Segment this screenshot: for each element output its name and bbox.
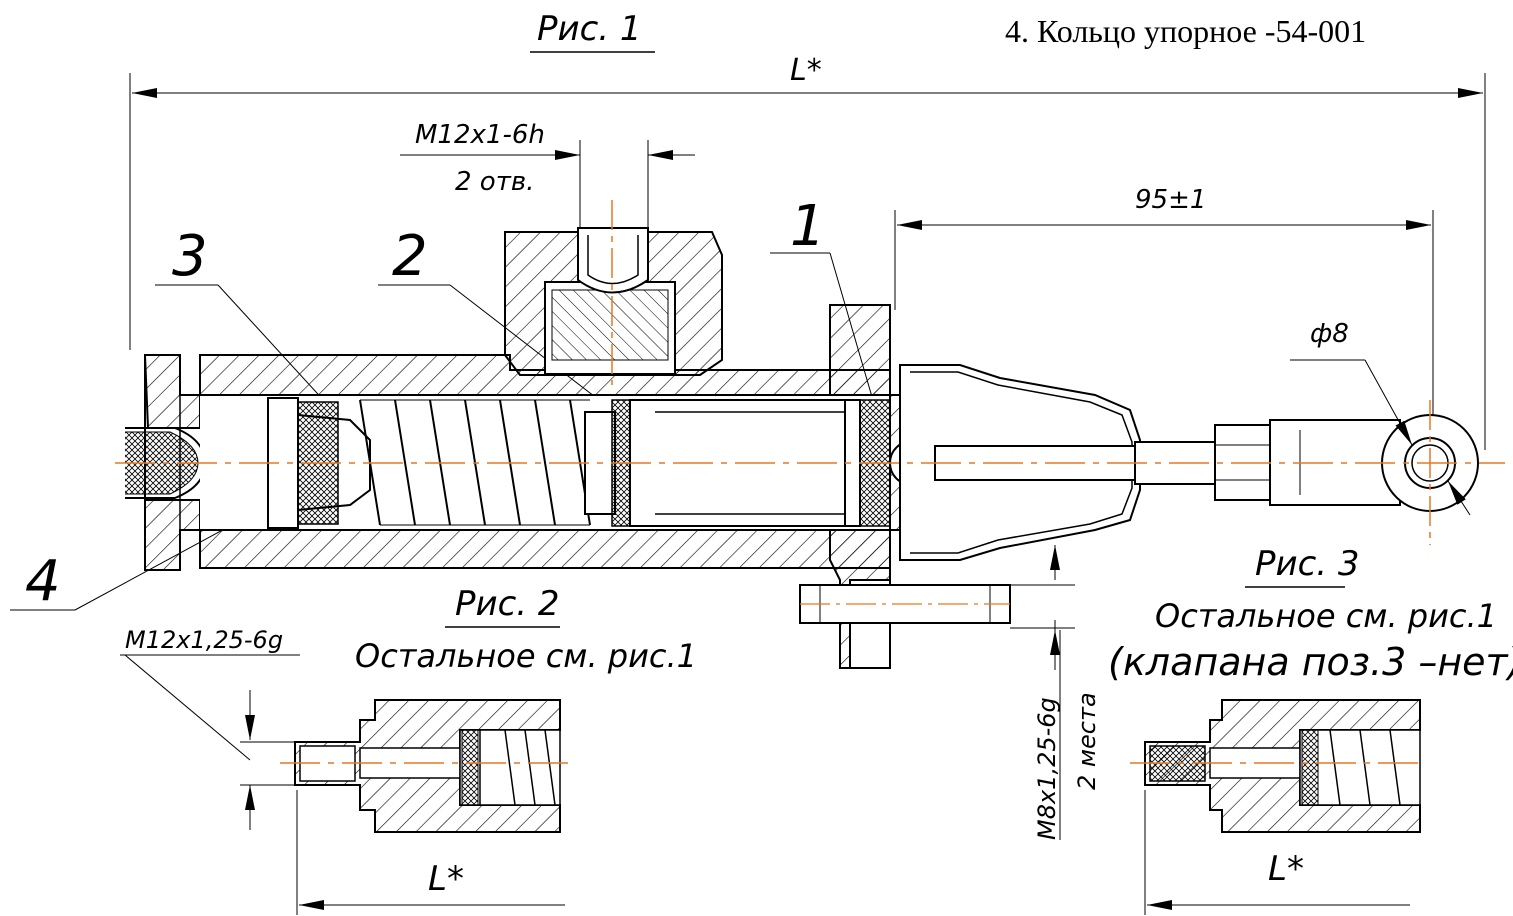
port-thread-dimension: M12x1-6h 2 отв. <box>400 120 695 230</box>
mount-thread-dimension: M8x1,25-6g 2 места <box>1010 545 1101 840</box>
fig2-length-label: L* <box>428 859 464 899</box>
svg-text:3: 3 <box>172 224 208 289</box>
fig3-note2: (клапана поз.3 –нет) <box>1108 640 1513 684</box>
overall-length-dimension: L* <box>129 53 1486 450</box>
fig2-note: Остальное см. рис.1 <box>355 637 697 675</box>
fig2-title: Рис. 2 <box>455 584 560 624</box>
fig2: Рис. 2 Остальное см. рис.1 M12x1,25-6g L… <box>120 584 697 915</box>
port-thread-label: M12x1-6h <box>415 120 545 150</box>
fig3-length-label: L* <box>1268 849 1304 889</box>
svg-text:2: 2 <box>392 224 428 289</box>
svg-text:1: 1 <box>790 194 826 259</box>
eye-diameter-label: ф8 <box>1310 319 1349 349</box>
mount-thread-label: M8x1,25-6g <box>1033 697 1061 840</box>
fig1-title: Рис. 1 <box>530 9 655 53</box>
master-cylinder-body <box>115 200 1505 669</box>
fig3: Рис. 3 Остальное см. рис.1 (клапана поз.… <box>1108 544 1513 915</box>
overall-length-label: L* <box>790 53 822 88</box>
svg-text:4: 4 <box>25 549 61 614</box>
fig3-note: Остальное см. рис.1 <box>1155 597 1497 635</box>
mount-count-label: 2 места <box>1073 692 1101 790</box>
rod-length-label: 95±1 <box>1135 185 1206 215</box>
fig2-thread-label: M12x1,25-6g <box>125 626 283 654</box>
svg-text:Рис. 1: Рис. 1 <box>537 9 642 49</box>
eye-diameter-dimension: ф8 <box>1290 319 1471 516</box>
port-count-label: 2 отв. <box>455 167 534 197</box>
rod-length-dimension: 95±1 <box>894 185 1434 420</box>
fig3-title: Рис. 3 <box>1255 544 1360 584</box>
parts-list-item-text: 4. Кольцо упорное -54-001 <box>1005 13 1366 49</box>
callout-2: 2 <box>378 224 613 411</box>
